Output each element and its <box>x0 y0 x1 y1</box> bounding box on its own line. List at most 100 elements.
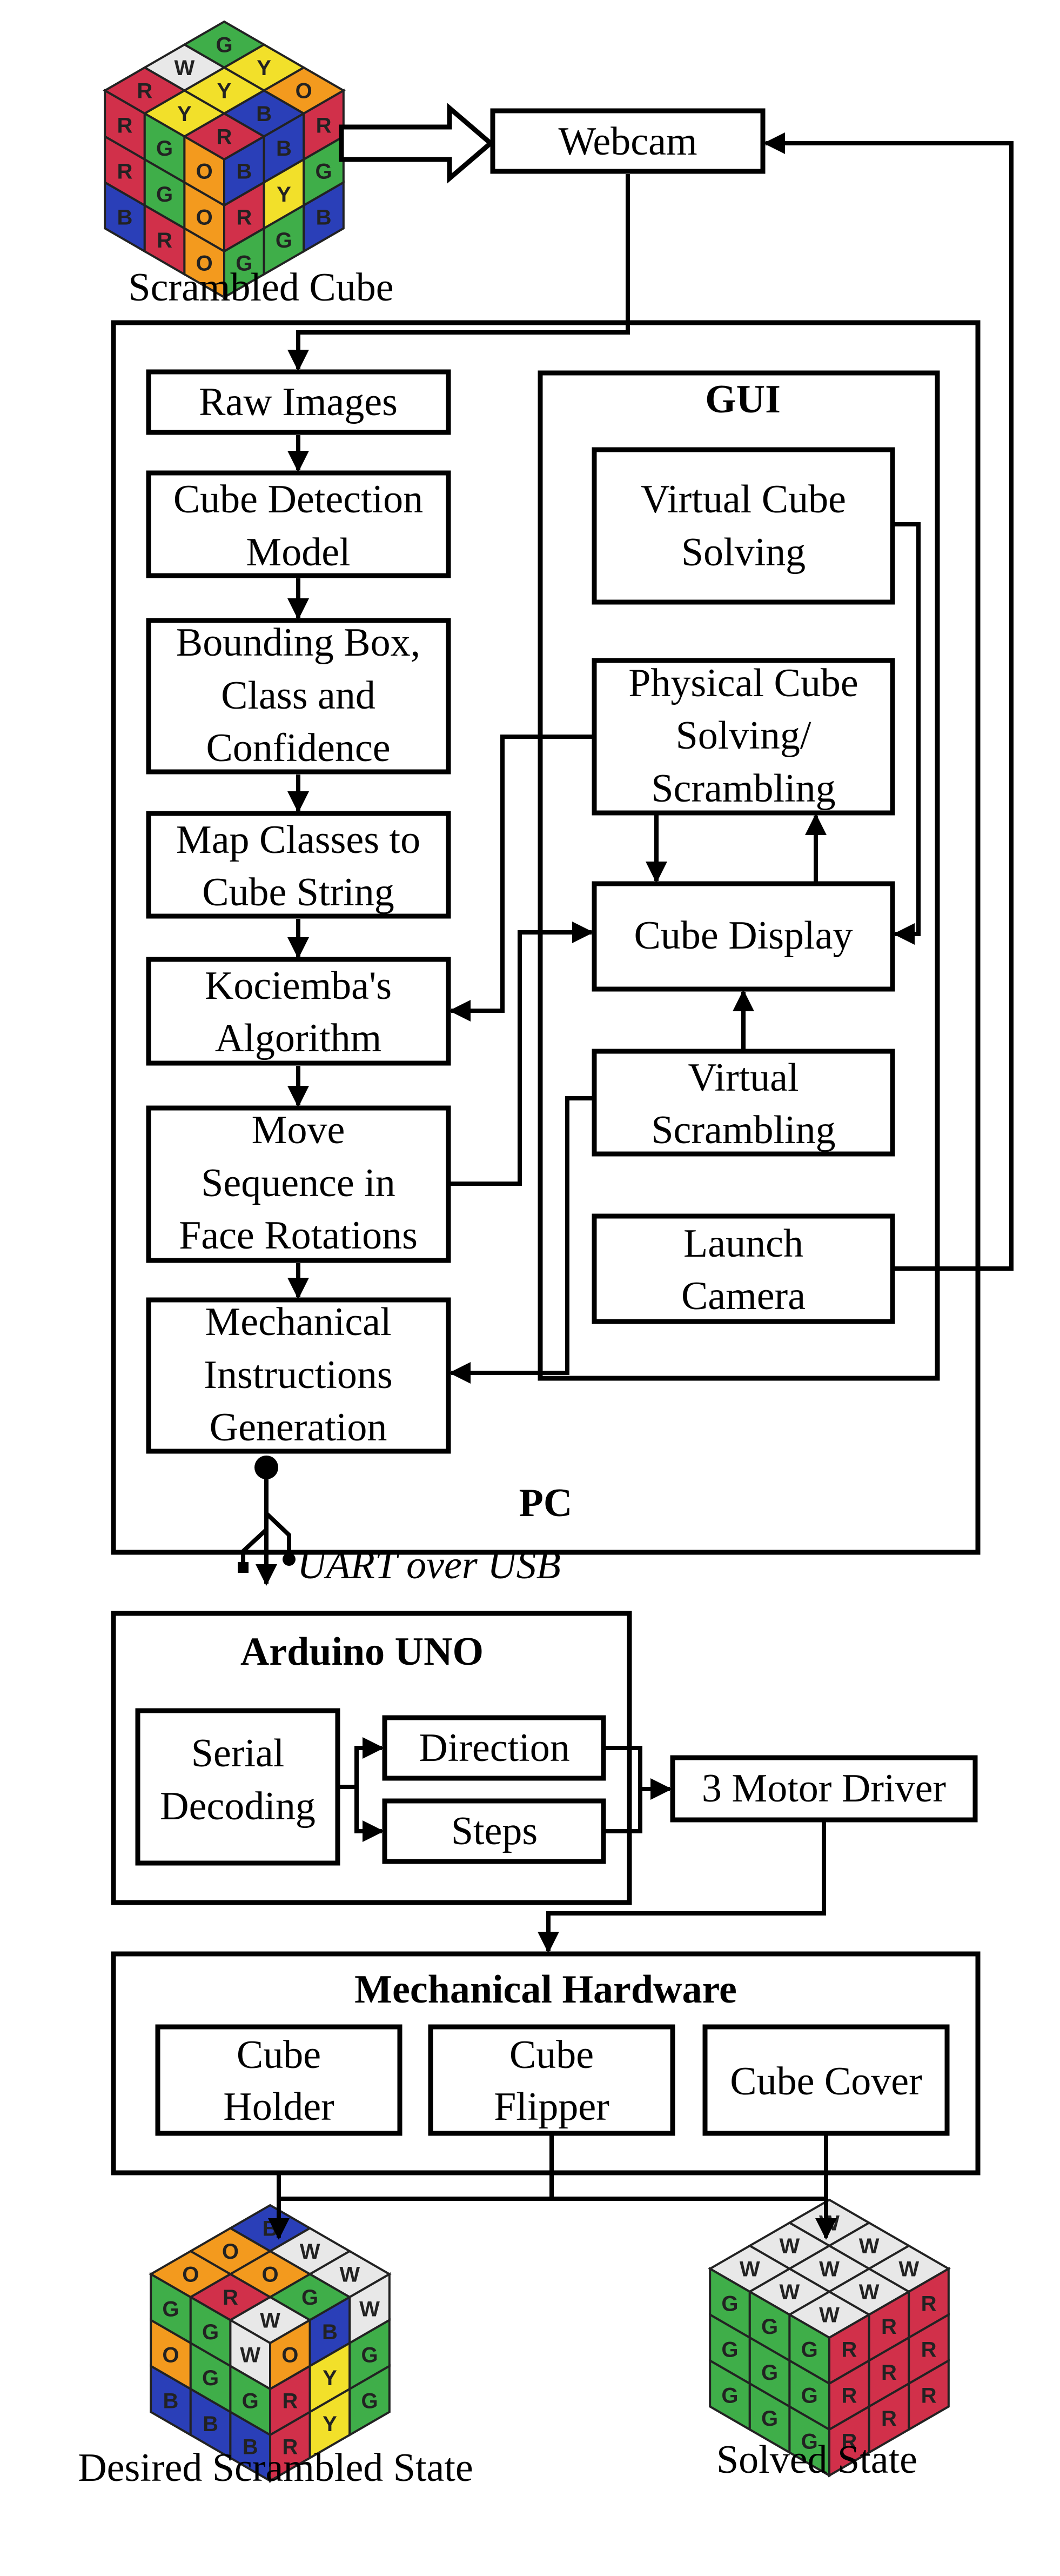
sticker-letter: B <box>322 2320 338 2344</box>
mechanical-instructions-box <box>146 1297 451 1454</box>
sticker-letter: B <box>256 102 272 126</box>
connectors <box>287 132 1014 1384</box>
scrambled-cube-caption: Scrambled Cube <box>128 265 393 310</box>
move-sequence-label-3: Face Rotations <box>179 1213 418 1258</box>
sticker-letter: G <box>276 229 292 252</box>
sticker-letter: G <box>761 2315 778 2339</box>
sticker-letter: B <box>236 159 252 183</box>
sticker-letter: R <box>921 2338 937 2361</box>
sticker-letter: W <box>175 56 195 80</box>
sticker-letter: R <box>117 114 133 137</box>
kociemba-label-1: Kociemba's <box>205 964 392 1008</box>
virtual-cube-solving-label-2: Solving <box>681 530 806 575</box>
physical-cube-solving-label-1: Physical Cube <box>628 661 858 705</box>
map-classes-label-1: Map Classes to <box>176 818 420 862</box>
sticker-letter: W <box>859 2234 880 2258</box>
scrambling-to-mech-arrow <box>449 1096 594 1384</box>
sticker-letter: W <box>339 2263 360 2287</box>
cube-flipper-label-1: Cube <box>509 2033 594 2077</box>
cube-holder-label-2: Holder <box>223 2085 334 2129</box>
solved-state-caption: Solved State <box>716 2438 917 2482</box>
sticker-letter: B <box>263 2217 278 2241</box>
sticker-letter: O <box>281 2343 298 2367</box>
sticker-letter: B <box>316 205 332 229</box>
gui-frame <box>538 370 940 1381</box>
sticker-letter: G <box>721 2338 738 2361</box>
driver-to-mechanical-arrow <box>538 1820 826 1953</box>
sticker-letter: W <box>859 2280 880 2304</box>
serial-decoding-label-2: Decoding <box>160 1784 316 1828</box>
sticker-letter: Y <box>323 2366 337 2390</box>
bounding-box-label-3: Confidence <box>206 726 390 770</box>
sticker-letter: W <box>300 2240 320 2264</box>
map-classes-box <box>146 811 451 919</box>
virtual-solving-to-display-arrow <box>893 522 921 945</box>
sticker-letter: G <box>721 2292 738 2315</box>
sticker-letter: G <box>202 2366 219 2390</box>
sticker-letter: G <box>315 159 332 183</box>
raw-images-label: Raw Images <box>199 380 398 424</box>
virtual-cube-solving-box <box>592 447 895 605</box>
steps-label: Steps <box>451 1809 538 1853</box>
raw-images-box <box>146 369 451 435</box>
sticker-letter: W <box>240 2343 260 2367</box>
direction-label: Direction <box>419 1726 569 1770</box>
sticker-letter: B <box>276 137 292 161</box>
bounding-box-label-1: Bounding Box, <box>176 620 420 665</box>
sticker-letter: R <box>223 2286 238 2310</box>
cube-sticker-right <box>303 181 345 253</box>
physical-cube-solving-label-3: Scrambling <box>651 766 835 811</box>
sticker-letter: Y <box>323 2412 337 2436</box>
cube-flipper-label-2: Flipper <box>494 2085 609 2129</box>
sticker-letter: G <box>216 34 232 57</box>
cube-detection-label-2: Model <box>246 530 350 575</box>
sticker-letter: G <box>156 183 173 206</box>
sticker-letter: R <box>881 2361 897 2385</box>
sticker-letter: O <box>196 205 213 229</box>
cube-cover-box <box>702 2024 950 2136</box>
sticker-letter: R <box>117 159 133 183</box>
launch-camera-to-webcam-arrow <box>763 132 1014 1271</box>
motor-driver-label: 3 Motor Driver <box>702 1766 946 1811</box>
mechanical-frame <box>111 1951 981 2175</box>
map-classes-label-2: Cube String <box>202 870 394 915</box>
webcam-to-raw-images-arrow <box>287 174 630 371</box>
physical-cube-solving-label-2: Solving/ <box>676 713 811 758</box>
sticker-letter: R <box>137 79 152 103</box>
sticker-letter: W <box>780 2280 800 2304</box>
sticker-letter: O <box>296 79 312 103</box>
sticker-letter: B <box>117 205 133 229</box>
sticker-letter: R <box>282 2435 298 2459</box>
sticker-letter: G <box>801 2338 818 2361</box>
sticker-letter: W <box>780 2234 800 2258</box>
hardware-connectors <box>268 2133 837 2240</box>
sticker-letter: W <box>740 2258 760 2281</box>
sticker-letter: O <box>222 2240 239 2264</box>
arduino-connectors <box>338 1737 826 1953</box>
virtual-cube-solving-label-1: Virtual Cube <box>641 477 846 522</box>
sticker-letter: G <box>242 2389 259 2413</box>
sticker-letter: W <box>819 2304 840 2327</box>
pc-label: PC <box>519 1481 573 1525</box>
sticker-letter: W <box>359 2297 380 2321</box>
arduino-title: Arduino UNO <box>240 1630 484 1674</box>
mechanical-instructions-label-3: Generation <box>210 1405 387 1450</box>
webcam-box <box>490 108 766 174</box>
mechanical-instructions-label-2: Instructions <box>204 1353 392 1397</box>
direction-box <box>382 1715 606 1781</box>
pc-frame <box>111 320 981 1555</box>
sticker-letter: G <box>236 251 252 275</box>
sticker-letter: R <box>841 2430 857 2453</box>
sticker-letter: G <box>162 2297 179 2321</box>
sticker-letter: R <box>881 2407 897 2431</box>
launch-camera-label-1: Launch <box>683 1222 803 1266</box>
sticker-letter: Y <box>277 183 291 206</box>
motor-driver-box <box>670 1755 978 1823</box>
sticker-letter: B <box>163 2389 179 2413</box>
launch-camera-label-2: Camera <box>681 1274 806 1318</box>
arduino-frame <box>111 1611 632 1905</box>
kociemba-box <box>146 957 451 1066</box>
